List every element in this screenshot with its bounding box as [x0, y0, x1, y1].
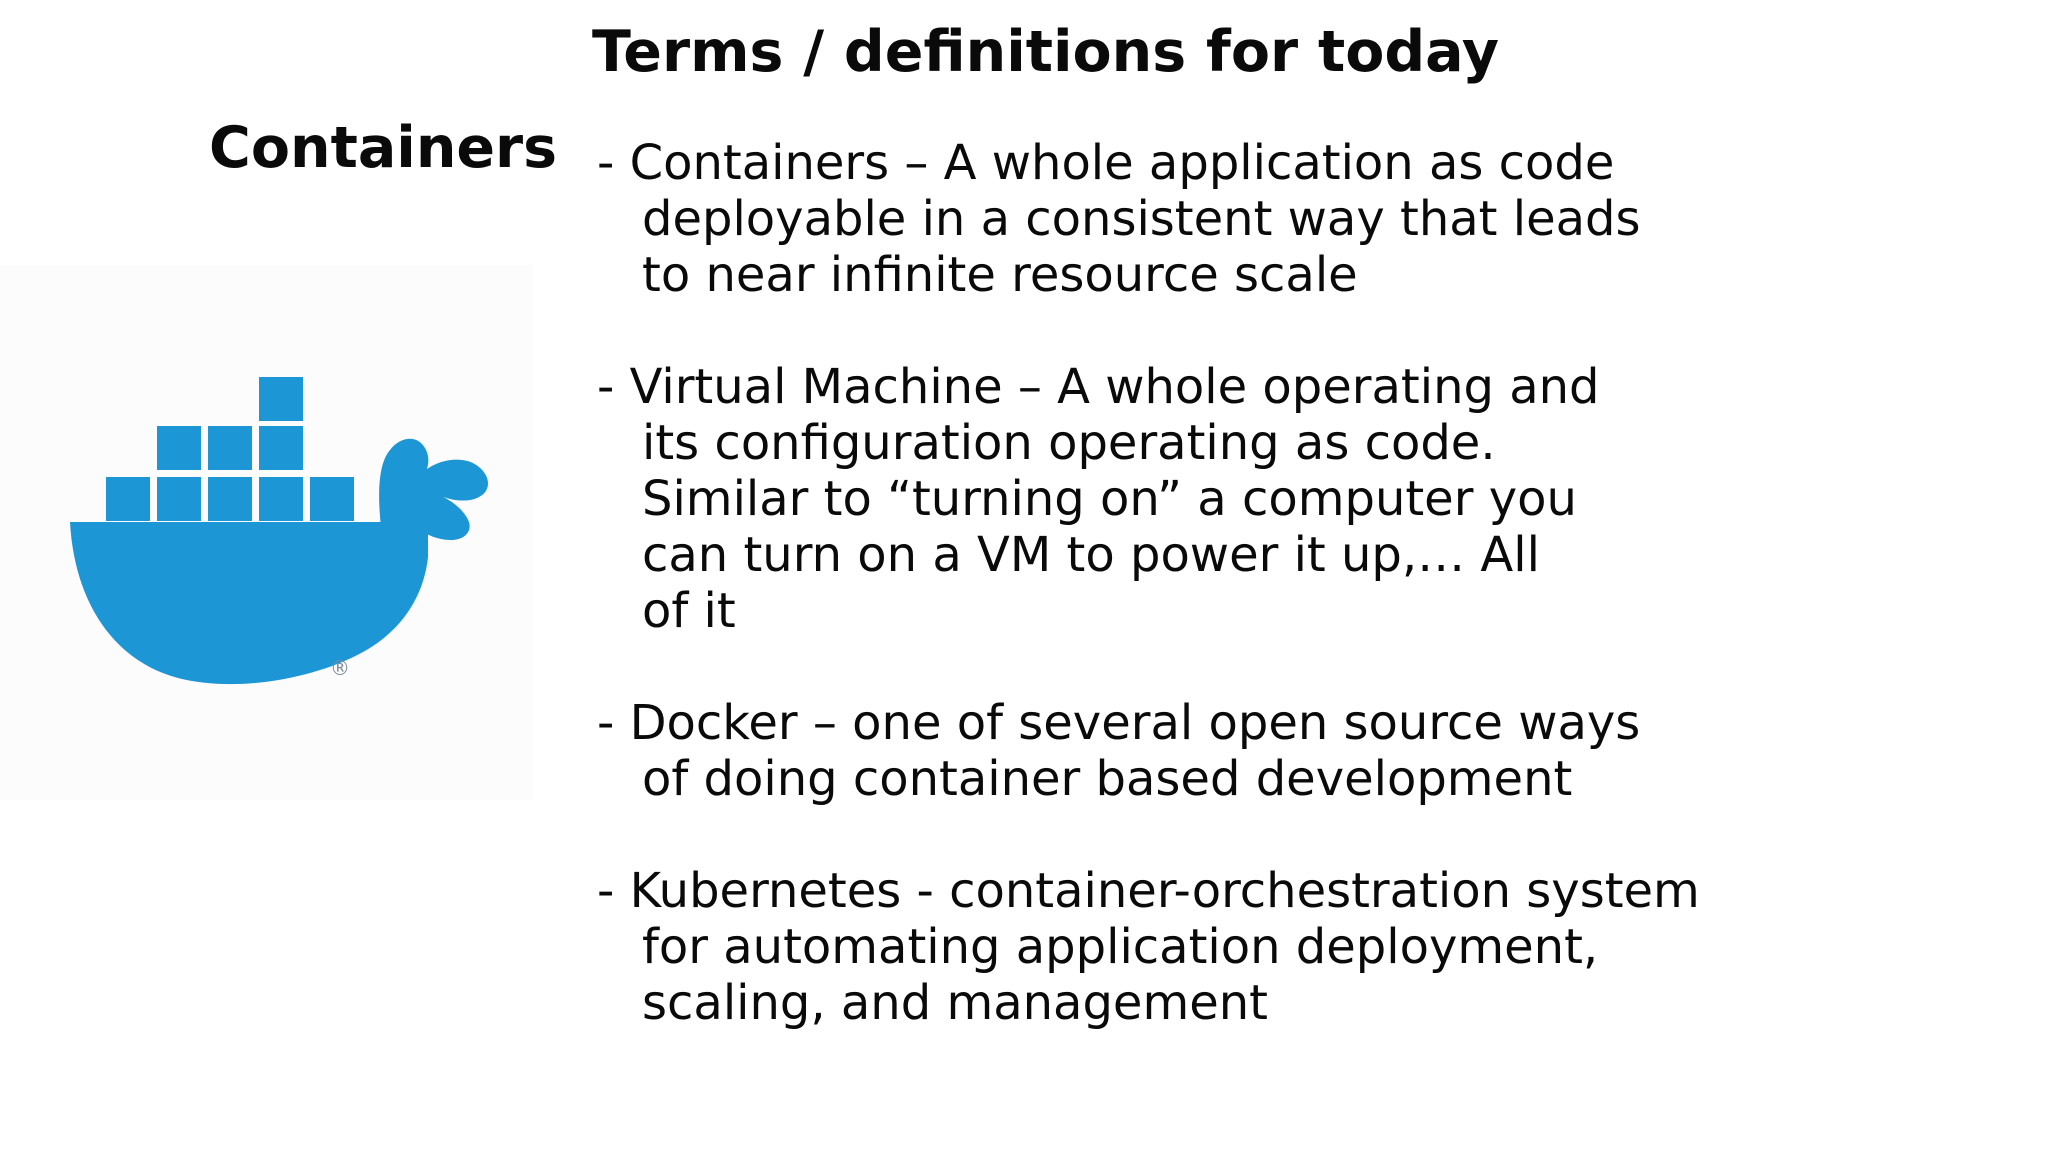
definition-line: of it — [642, 583, 736, 639]
whale-tail-icon — [379, 438, 488, 557]
definition-line: - Virtual Machine – A whole operating an… — [597, 359, 1600, 415]
slide-title: Terms / definitions for today — [592, 19, 1500, 85]
registered-trademark-icon: ® — [330, 656, 350, 680]
definition-line: scaling, and management — [642, 975, 1268, 1031]
docker-whale-icon: ® — [70, 377, 488, 685]
definition-line: for automating application deployment, — [642, 919, 1599, 975]
container-boxes-icon — [106, 377, 354, 521]
docker-logo: ® — [0, 265, 533, 800]
definition-line: Similar to “turning on” a computer you — [642, 471, 1577, 527]
definition-kubernetes: - Kubernetes - container-orchestration s… — [597, 863, 1947, 1031]
definition-virtual-machine: - Virtual Machine – A whole operating an… — [597, 359, 1947, 639]
definition-line: its configuration operating as code. — [642, 415, 1496, 471]
definition-docker: - Docker – one of several open source wa… — [597, 695, 1947, 807]
definition-line: - Kubernetes - container-orchestration s… — [597, 863, 1700, 919]
definition-line: to near infinite resource scale — [642, 247, 1358, 303]
definition-line: - Docker – one of several open source wa… — [597, 695, 1641, 751]
definition-line: deployable in a consistent way that lead… — [642, 191, 1641, 247]
definition-line: can turn on a VM to power it up,… All — [642, 527, 1540, 583]
definition-containers: - Containers – A whole application as co… — [597, 135, 1947, 303]
definition-line: - Containers – A whole application as co… — [597, 135, 1615, 191]
definitions-list: - Containers – A whole application as co… — [597, 135, 1947, 1031]
definition-line: of doing container based development — [642, 751, 1573, 807]
section-heading: Containers — [209, 115, 558, 181]
whale-body-icon — [70, 522, 428, 685]
